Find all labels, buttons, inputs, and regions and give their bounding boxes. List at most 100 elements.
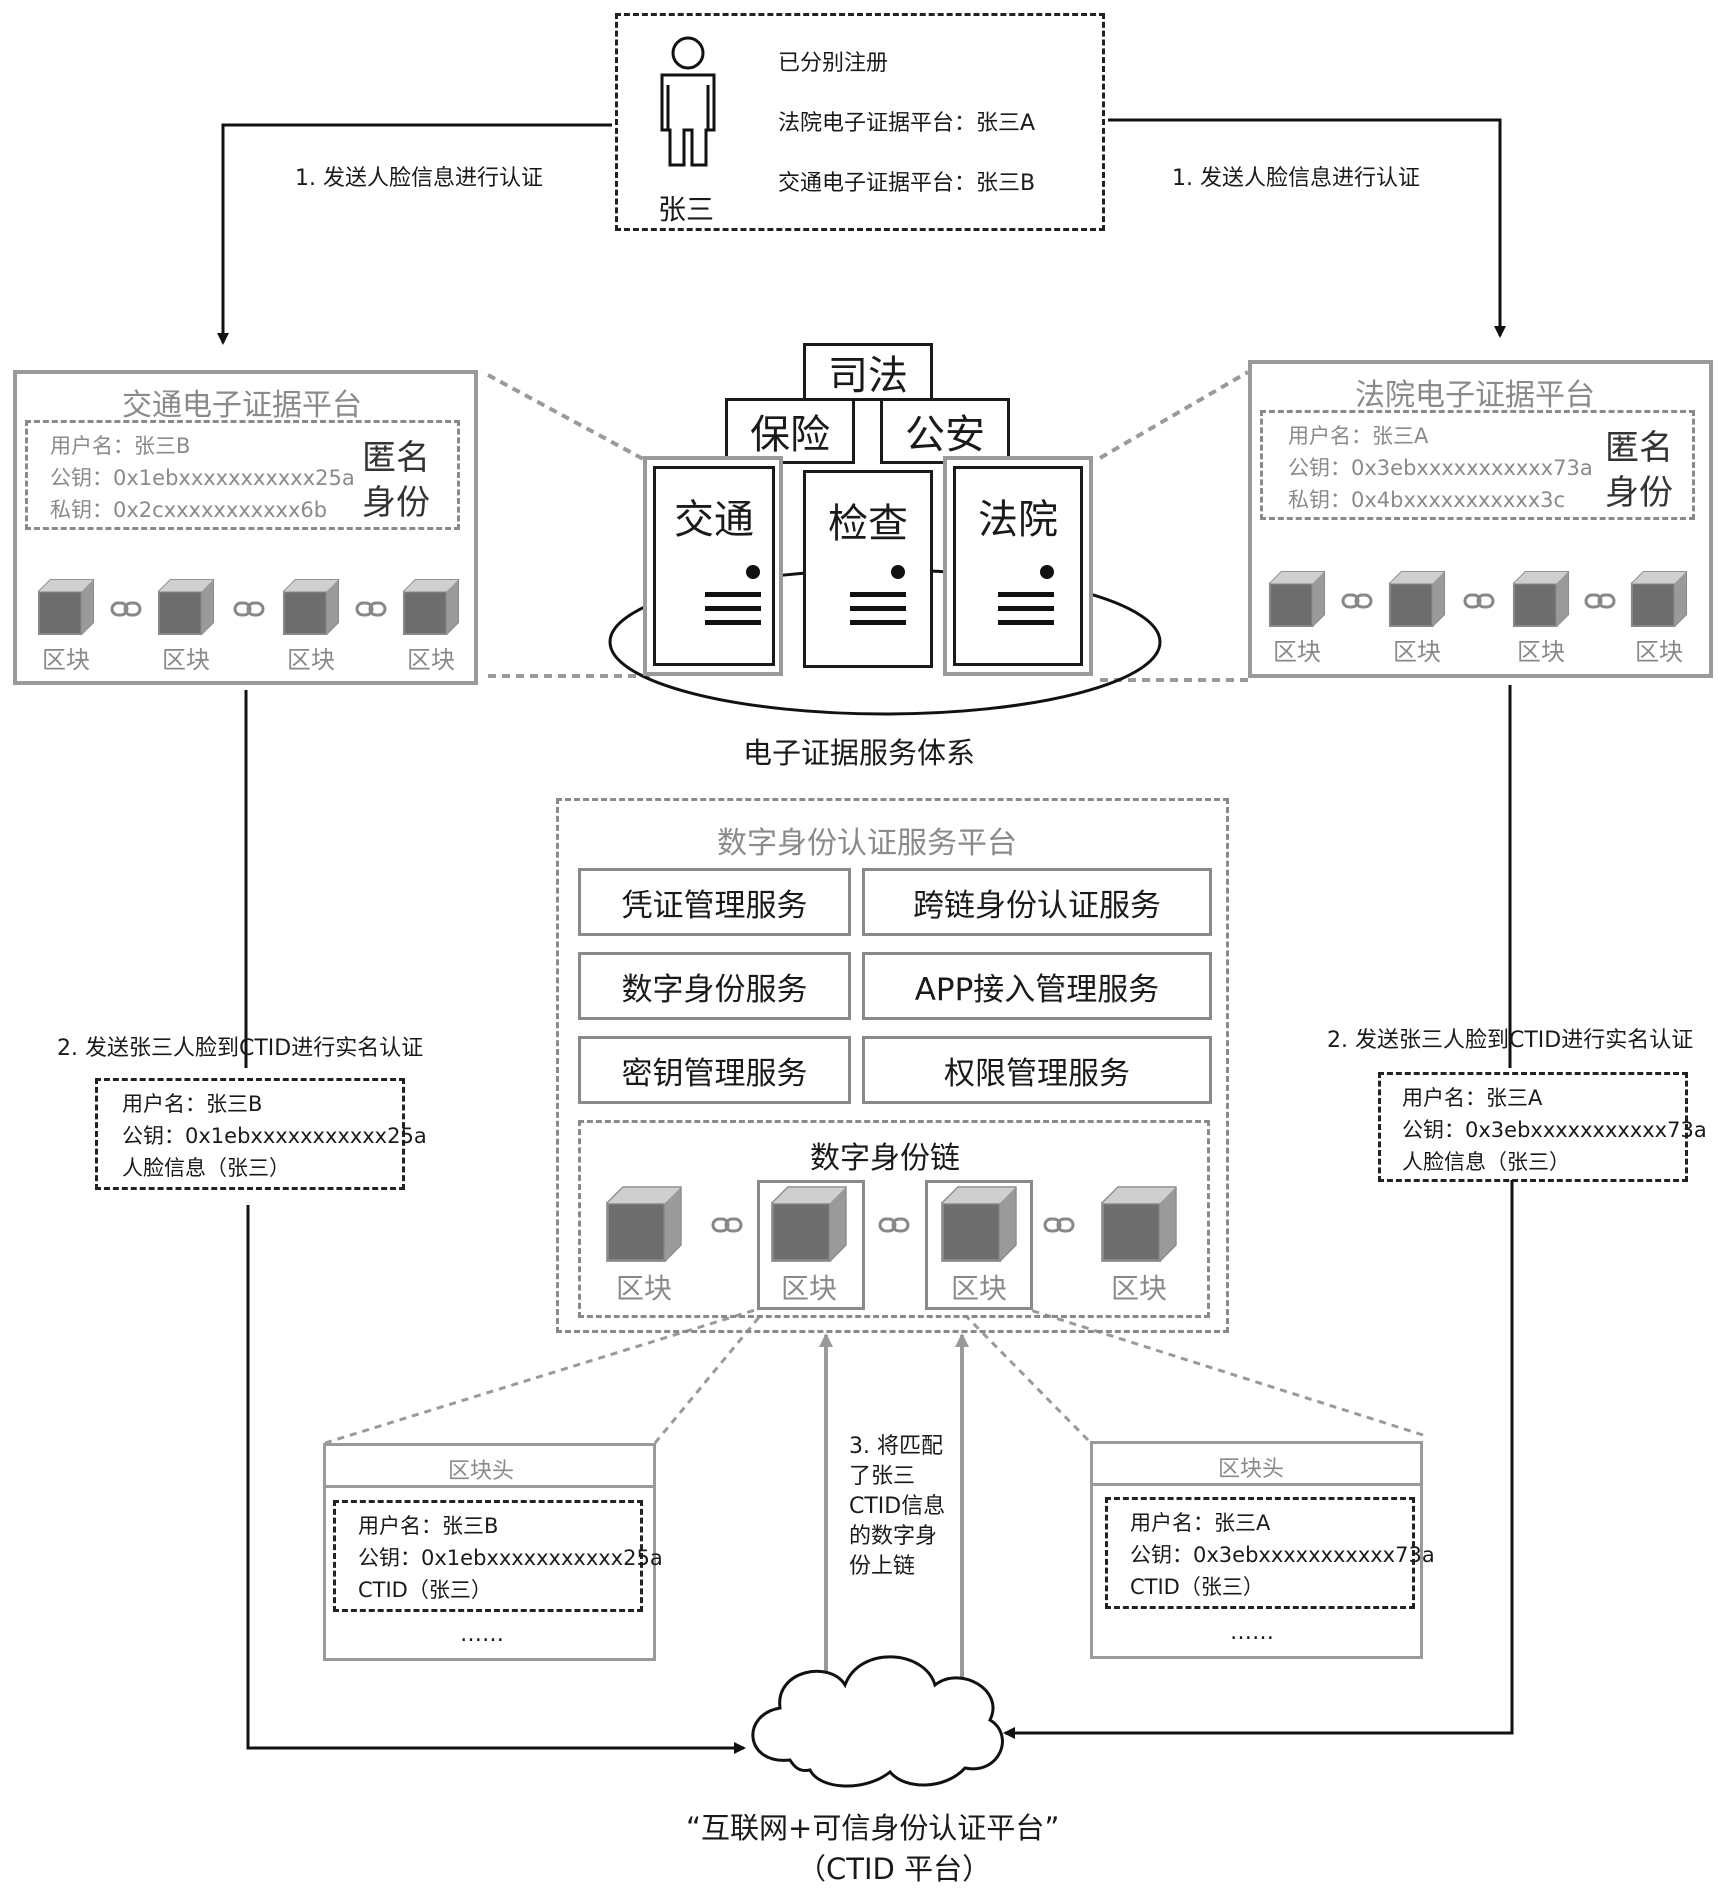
digital-identity-chain-title: 数字身份链 [810, 1141, 960, 1176]
right-ctid-face: 人脸信息（张三） [1402, 1150, 1570, 1174]
left-ctid-username: 用户名：张三B [122, 1092, 263, 1116]
did-chain-link-icon [1043, 1215, 1075, 1240]
evidence-box-insurance-label: 保险 [750, 412, 830, 458]
left-header-pubkey: 公钥：0x1ebxxxxxxxxxxx25a [358, 1546, 663, 1570]
user-registration-box [615, 13, 1105, 231]
court-platform-title: 法院电子证据平台 [1355, 378, 1595, 413]
did-platform-title: 数字身份认证服务平台 [717, 826, 1017, 861]
traffic-anon-label-2: 身份 [362, 483, 430, 523]
did-block-label: 区块 [1111, 1272, 1168, 1305]
left-header-username: 用户名：张三B [358, 1514, 499, 1538]
step3-label: 3. 将匹配 了张三 CTID信息 的数字身 份上链 [849, 1432, 945, 1582]
left-block-header [323, 1443, 656, 1661]
step3-line-1: 3. 将匹配 [849, 1434, 943, 1459]
evidence-box-police: 公安 [880, 398, 1010, 464]
evidence-box-judicial-label: 司法 [828, 353, 908, 399]
digital-identity-chain-box [578, 1120, 1210, 1318]
right-header-ctid: CTID（张三） [1130, 1575, 1264, 1599]
did-block-label: 区块 [616, 1272, 673, 1305]
service-digital-identity: 数字身份服务 [578, 952, 851, 1020]
traffic-chain-link-icon [355, 599, 387, 624]
registered-title: 已分别注册 [778, 51, 889, 76]
left-header-ellipsis: …… [460, 1622, 504, 1647]
right-block-header [1090, 1441, 1423, 1659]
did-block-label: 区块 [951, 1272, 1008, 1305]
step2-left-label: 2. 发送张三人脸到CTID进行实名认证 [57, 1036, 424, 1061]
right-ctid-pubkey: 公钥：0x3ebxxxxxxxxxxx73a [1402, 1118, 1707, 1142]
left-block-header-title: 区块头 [448, 1459, 515, 1484]
server-inspection: 检查 [803, 470, 933, 668]
traffic-block-icon [402, 578, 460, 640]
traffic-block-label: 区块 [407, 646, 455, 674]
traffic-block-icon [157, 578, 215, 640]
right-header-pubkey: 公钥：0x3ebxxxxxxxxxxx73a [1130, 1543, 1435, 1567]
chain-block-highlight-2 [757, 1180, 865, 1310]
court-pubkey: 公钥：0x3ebxxxxxxxxxxx73a [1288, 456, 1593, 480]
evidence-system-label: 电子证据服务体系 [743, 736, 976, 770]
left-block-header-content [333, 1500, 643, 1612]
left-block-header-divider [323, 1485, 656, 1488]
right-block-header-content [1105, 1497, 1415, 1609]
did-chain-link-icon [878, 1215, 910, 1240]
did-block-icon [605, 1185, 683, 1267]
traffic-block-label: 区块 [42, 646, 90, 674]
court-block-label: 区块 [1517, 638, 1565, 666]
evidence-box-judicial: 司法 [803, 343, 933, 401]
service-key-management-label: 密钥管理服务 [621, 1055, 808, 1092]
traffic-platform-title: 交通电子证据平台 [122, 388, 362, 423]
service-permission-management: 权限管理服务 [862, 1036, 1212, 1104]
did-platform-box [556, 798, 1229, 1333]
chain-block-highlight-3 [925, 1180, 1033, 1310]
left-ctid-pubkey: 公钥：0x1ebxxxxxxxxxxx25a [122, 1124, 427, 1148]
server-court-label: 法院 [978, 497, 1058, 543]
server-inspection-label: 检查 [828, 501, 908, 547]
step1-left-label: 1. 发送人脸信息进行认证 [295, 166, 543, 191]
court-anon-label-1: 匿名 [1605, 428, 1673, 468]
court-block-icon [1512, 570, 1570, 632]
ctid-platform-name: “互联网+可信身份认证平台” [686, 1811, 1060, 1845]
did-block-icon [770, 1185, 848, 1267]
step2-right-label: 2. 发送张三人脸到CTID进行实名认证 [1327, 1028, 1694, 1053]
court-chain-link-icon [1463, 591, 1495, 616]
traffic-block-label: 区块 [162, 646, 210, 674]
server-indicator-icons [705, 565, 1054, 625]
step1-right-label: 1. 发送人脸信息进行认证 [1172, 166, 1420, 191]
left-ctid-face: 人脸信息（张三） [122, 1156, 290, 1180]
court-privkey: 私钥：0x4bxxxxxxxxxxx3c [1288, 488, 1566, 512]
right-block-header-divider [1090, 1483, 1423, 1486]
server-traffic-label: 交通 [674, 497, 754, 543]
right-header-username: 用户名：张三A [1130, 1511, 1271, 1535]
service-permission-management-label: 权限管理服务 [944, 1055, 1130, 1092]
server-court: 法院 [953, 466, 1083, 666]
service-cross-chain-auth: 跨链身份认证服务 [862, 868, 1212, 936]
court-anon-label-2: 身份 [1605, 473, 1673, 513]
did-block-icon [1100, 1185, 1178, 1267]
right-header-ellipsis: …… [1230, 1620, 1274, 1645]
ctid-platform-subtitle: （CTID 平台） [797, 1852, 992, 1886]
traffic-block-icon [282, 578, 340, 640]
did-chain-link-icon [711, 1215, 743, 1240]
user-name: 张三 [658, 193, 715, 226]
step3-line-5: 份上链 [849, 1554, 916, 1579]
traffic-block-icon [37, 578, 95, 640]
did-block-icon [940, 1185, 1018, 1267]
court-username: 用户名：张三A [1288, 424, 1429, 448]
traffic-privkey: 私钥：0x2cxxxxxxxxxxx6b [50, 498, 328, 522]
court-chain-link-icon [1341, 591, 1373, 616]
left-ctid-message-box [95, 1078, 405, 1190]
step3-line-2: 了张三 [849, 1464, 916, 1489]
court-chain-link-icon [1584, 591, 1616, 616]
service-credential-management: 凭证管理服务 [578, 868, 851, 936]
traffic-chain-link-icon [110, 599, 142, 624]
evidence-box-insurance: 保险 [725, 398, 855, 464]
traffic-username: 用户名：张三B [50, 434, 191, 458]
right-block-header-title: 区块头 [1218, 1457, 1285, 1482]
court-block-label: 区块 [1635, 638, 1683, 666]
service-credential-management-label: 凭证管理服务 [621, 887, 808, 924]
service-app-access-label: APP接入管理服务 [914, 971, 1160, 1008]
service-app-access: APP接入管理服务 [862, 952, 1212, 1020]
evidence-box-police-label: 公安 [905, 412, 985, 458]
court-registration: 法院电子证据平台：张三A [778, 111, 1036, 136]
service-cross-chain-auth-label: 跨链身份认证服务 [913, 887, 1161, 924]
step3-line-3: CTID信息 [849, 1494, 946, 1519]
